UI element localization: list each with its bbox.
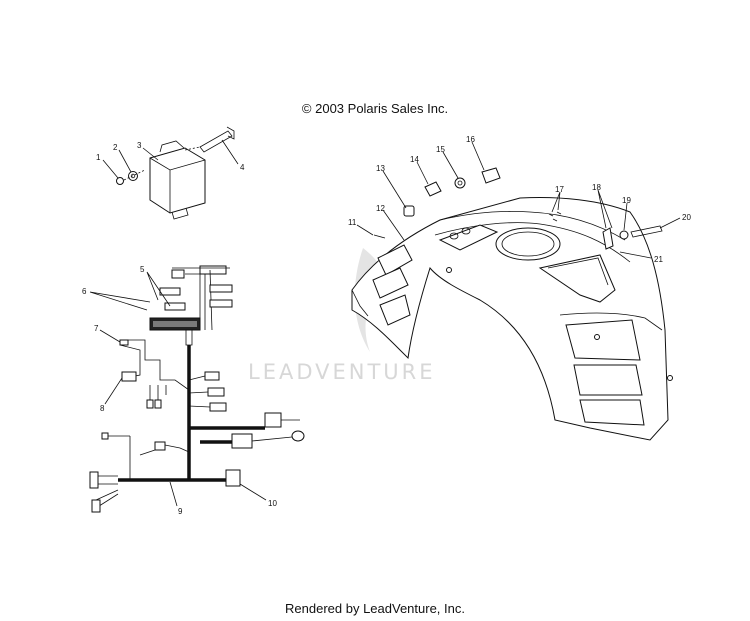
callout-12: 12: [376, 204, 385, 213]
part-switch-18: [602, 227, 614, 250]
callout-numbers: 1 2 3 4 5 6 7 8 9 10 11 12 13 14 15 16 1…: [82, 135, 691, 516]
part-gauge-pod: [495, 227, 561, 261]
callout-5: 5: [140, 265, 145, 274]
rendered-by-footer: Rendered by LeadVenture, Inc.: [285, 601, 465, 616]
callout-10: 10: [268, 499, 277, 508]
part-connector-right: [231, 433, 253, 449]
callout-3: 3: [137, 141, 142, 150]
part-relay-block: [149, 317, 201, 331]
callout-4: 4: [240, 163, 245, 172]
part-plug-13: [403, 205, 415, 217]
part-nut: [116, 177, 124, 185]
watermark-text: LEADVENTURE: [248, 360, 436, 384]
dash-assembly: [351, 167, 673, 441]
part-nut-15: [454, 177, 466, 189]
part-connector-10: [225, 469, 241, 487]
part-screws-17: [548, 211, 562, 222]
module-assembly: [116, 126, 235, 220]
callout-1: 1: [96, 153, 101, 162]
part-washer-19: [619, 230, 629, 240]
callout-18: 18: [592, 183, 601, 192]
part-bolt: [199, 130, 233, 153]
callout-15: 15: [436, 145, 445, 154]
callout-11: 11: [348, 218, 357, 227]
callout-19: 19: [622, 196, 631, 205]
part-key-14: [424, 181, 442, 197]
part-cap-16: [481, 167, 501, 184]
callout-6: 6: [82, 287, 87, 296]
callout-17: 17: [555, 185, 564, 194]
callout-9: 9: [178, 507, 183, 516]
callout-16: 16: [466, 135, 475, 144]
callout-21: 21: [654, 255, 663, 264]
callout-2: 2: [113, 143, 118, 152]
part-module-box: [149, 147, 206, 214]
callout-20: 20: [682, 213, 691, 222]
leader-lines: [89, 139, 681, 507]
part-screw-11: [373, 234, 386, 239]
wiring-harness: [89, 265, 305, 513]
part-bolt-20: [630, 225, 663, 238]
copyright-notice: © 2003 Polaris Sales Inc.: [301, 101, 449, 116]
callout-13: 13: [376, 164, 385, 173]
callout-7: 7: [94, 324, 99, 333]
callout-8: 8: [100, 404, 105, 413]
callout-14: 14: [410, 155, 419, 164]
